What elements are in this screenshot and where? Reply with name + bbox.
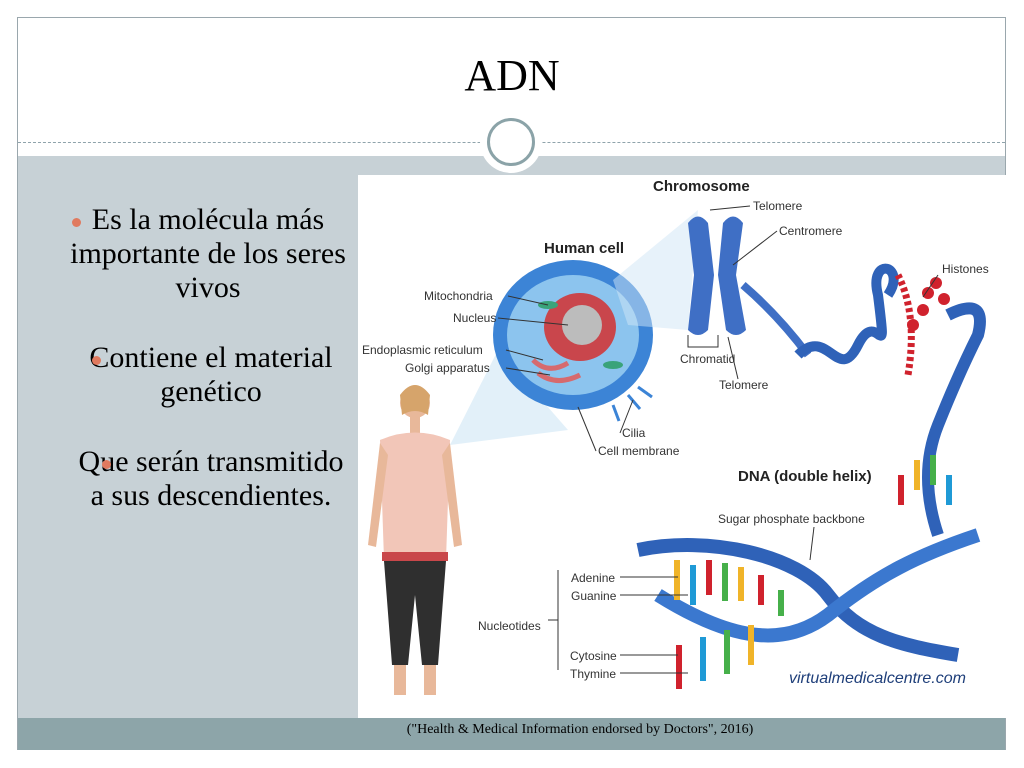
bullet-dot-icon [92, 356, 101, 365]
bullet-item: Contiene el material genético [60, 341, 350, 409]
bullet-item: Es la molécula más importante de los ser… [60, 203, 350, 305]
label-endoplasmic: Endoplasmic reticulum [362, 343, 483, 357]
label-cell-membrane: Cell membrane [598, 444, 680, 458]
watermark-text: virtualmedicalcentre.com [789, 670, 966, 687]
divider-circle-ring [487, 118, 535, 166]
slide-title: ADN [464, 51, 560, 100]
label-chromatid: Chromatid [680, 352, 735, 366]
bullet-dot-icon [102, 460, 111, 469]
coiled-dna [794, 263, 986, 537]
figure-caption: ("Health & Medical Information endorsed … [406, 722, 754, 737]
label-leader-lines [497, 205, 939, 674]
label-mitochondria: Mitochondria [424, 289, 493, 303]
zoom-connector [450, 350, 568, 445]
bullet-text: Que serán transmitido a sus descendiente… [78, 445, 344, 512]
label-nucleus: Nucleus [453, 311, 496, 325]
label-cilia: Cilia [622, 426, 646, 440]
label-guanine: Guanine [571, 589, 617, 603]
label-sugar-backbone: Sugar phosphate backbone [718, 512, 865, 526]
label-telomere-bottom: Telomere [719, 378, 769, 392]
bullet-list: Es la molécula más importante de los ser… [60, 203, 350, 549]
label-cytosine: Cytosine [570, 649, 617, 663]
label-golgi: Golgi apparatus [405, 361, 490, 375]
label-histones: Histones [942, 262, 989, 276]
dna-illustration: Chromosome Telomere Centromere Histones … [358, 175, 1006, 718]
bullet-dot-icon [72, 218, 81, 227]
label-human-cell: Human cell [544, 240, 624, 257]
dna-figure-svg: Chromosome Telomere Centromere Histones … [362, 178, 989, 695]
chromosome-diagram [688, 216, 812, 358]
label-chromosome: Chromosome [653, 178, 750, 195]
label-nucleotides: Nucleotides [478, 619, 541, 633]
zoom-connector [613, 210, 698, 330]
label-centromere: Centromere [779, 224, 843, 238]
bullet-text: Es la molécula más importante de los ser… [70, 203, 346, 304]
label-adenine: Adenine [571, 571, 615, 585]
label-thymine: Thymine [570, 667, 616, 681]
bullet-item: Que serán transmitido a sus descendiente… [60, 445, 350, 513]
dna-double-helix [636, 455, 981, 689]
label-dna-helix: DNA (double helix) [738, 468, 872, 485]
bullet-text: Contiene el material genético [89, 341, 333, 408]
human-figure [368, 385, 462, 695]
label-telomere-top: Telomere [753, 199, 803, 213]
footer-bar [18, 718, 1005, 750]
